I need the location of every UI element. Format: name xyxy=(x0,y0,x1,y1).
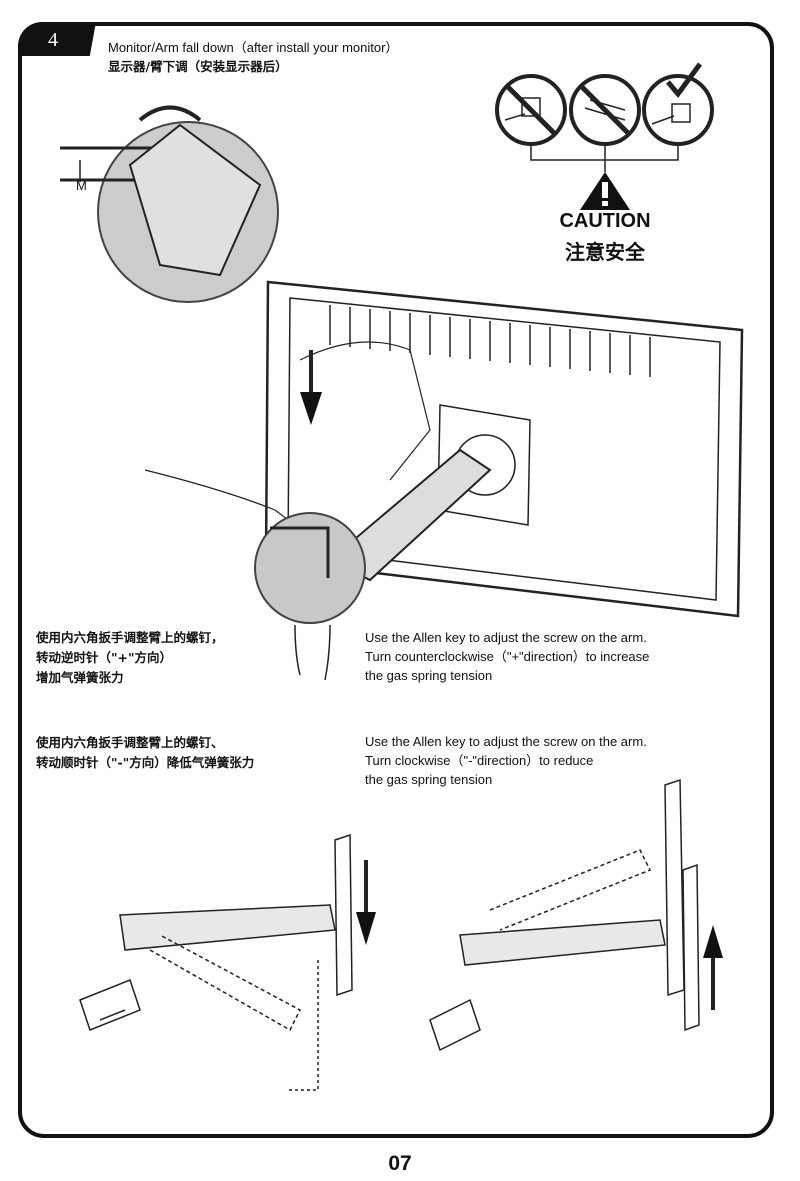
instruction-en-line: the gas spring tension xyxy=(365,668,493,683)
down-arrow-icon xyxy=(356,860,376,945)
instruction-en-line: Use the Allen key to adjust the screw on… xyxy=(365,630,647,645)
prohibited-icon xyxy=(569,74,641,146)
instruction-zh-line: 转动逆时针（"+"方向） xyxy=(36,650,172,665)
instruction-en-line: Use the Allen key to adjust the screw on… xyxy=(365,734,647,749)
instruction-zh-line: 增加气弹簧张力 xyxy=(36,670,124,685)
step-title-zh: 显示器/臂下调（安装显示器后） xyxy=(108,59,288,74)
arm-lower-diagram xyxy=(79,833,353,1091)
page-number: 07 xyxy=(388,1152,412,1175)
instruction-en-line: the gas spring tension xyxy=(365,772,493,787)
instruction-zh-line: 使用内六角扳手调整臂上的螺钉， xyxy=(36,630,224,645)
page-border xyxy=(18,22,774,1138)
caution-label: CAUTION xyxy=(559,210,651,232)
warning-triangle-icon xyxy=(580,172,630,210)
step-number-tab: 4 xyxy=(18,22,96,56)
caution-label-zh: 注意安全 xyxy=(565,240,645,264)
instruction-zh-line: 使用内六角扳手调整臂上的螺钉、 xyxy=(36,735,224,750)
rotate-arrow-icon xyxy=(138,105,202,122)
down-arrow-icon xyxy=(300,350,322,425)
step-title-en: Monitor/Arm fall down（after install your… xyxy=(108,40,399,55)
instruction-en-line: Turn counterclockwise（"+"direction）to in… xyxy=(365,649,650,664)
instruction-en-line: Turn clockwise（"-"direction）to reduce xyxy=(365,753,594,768)
prohibited-icon xyxy=(495,74,567,146)
up-arrow-icon xyxy=(703,925,723,1010)
detail-inset xyxy=(254,512,366,624)
arm-raise-diagram xyxy=(429,778,700,1052)
instruction-zh-line: 转动顺时针（"-"方向）降低气弹簧张力 xyxy=(36,755,255,770)
label-m: M xyxy=(76,178,87,193)
monitor-drawing xyxy=(144,280,744,618)
check-icon xyxy=(642,62,714,146)
